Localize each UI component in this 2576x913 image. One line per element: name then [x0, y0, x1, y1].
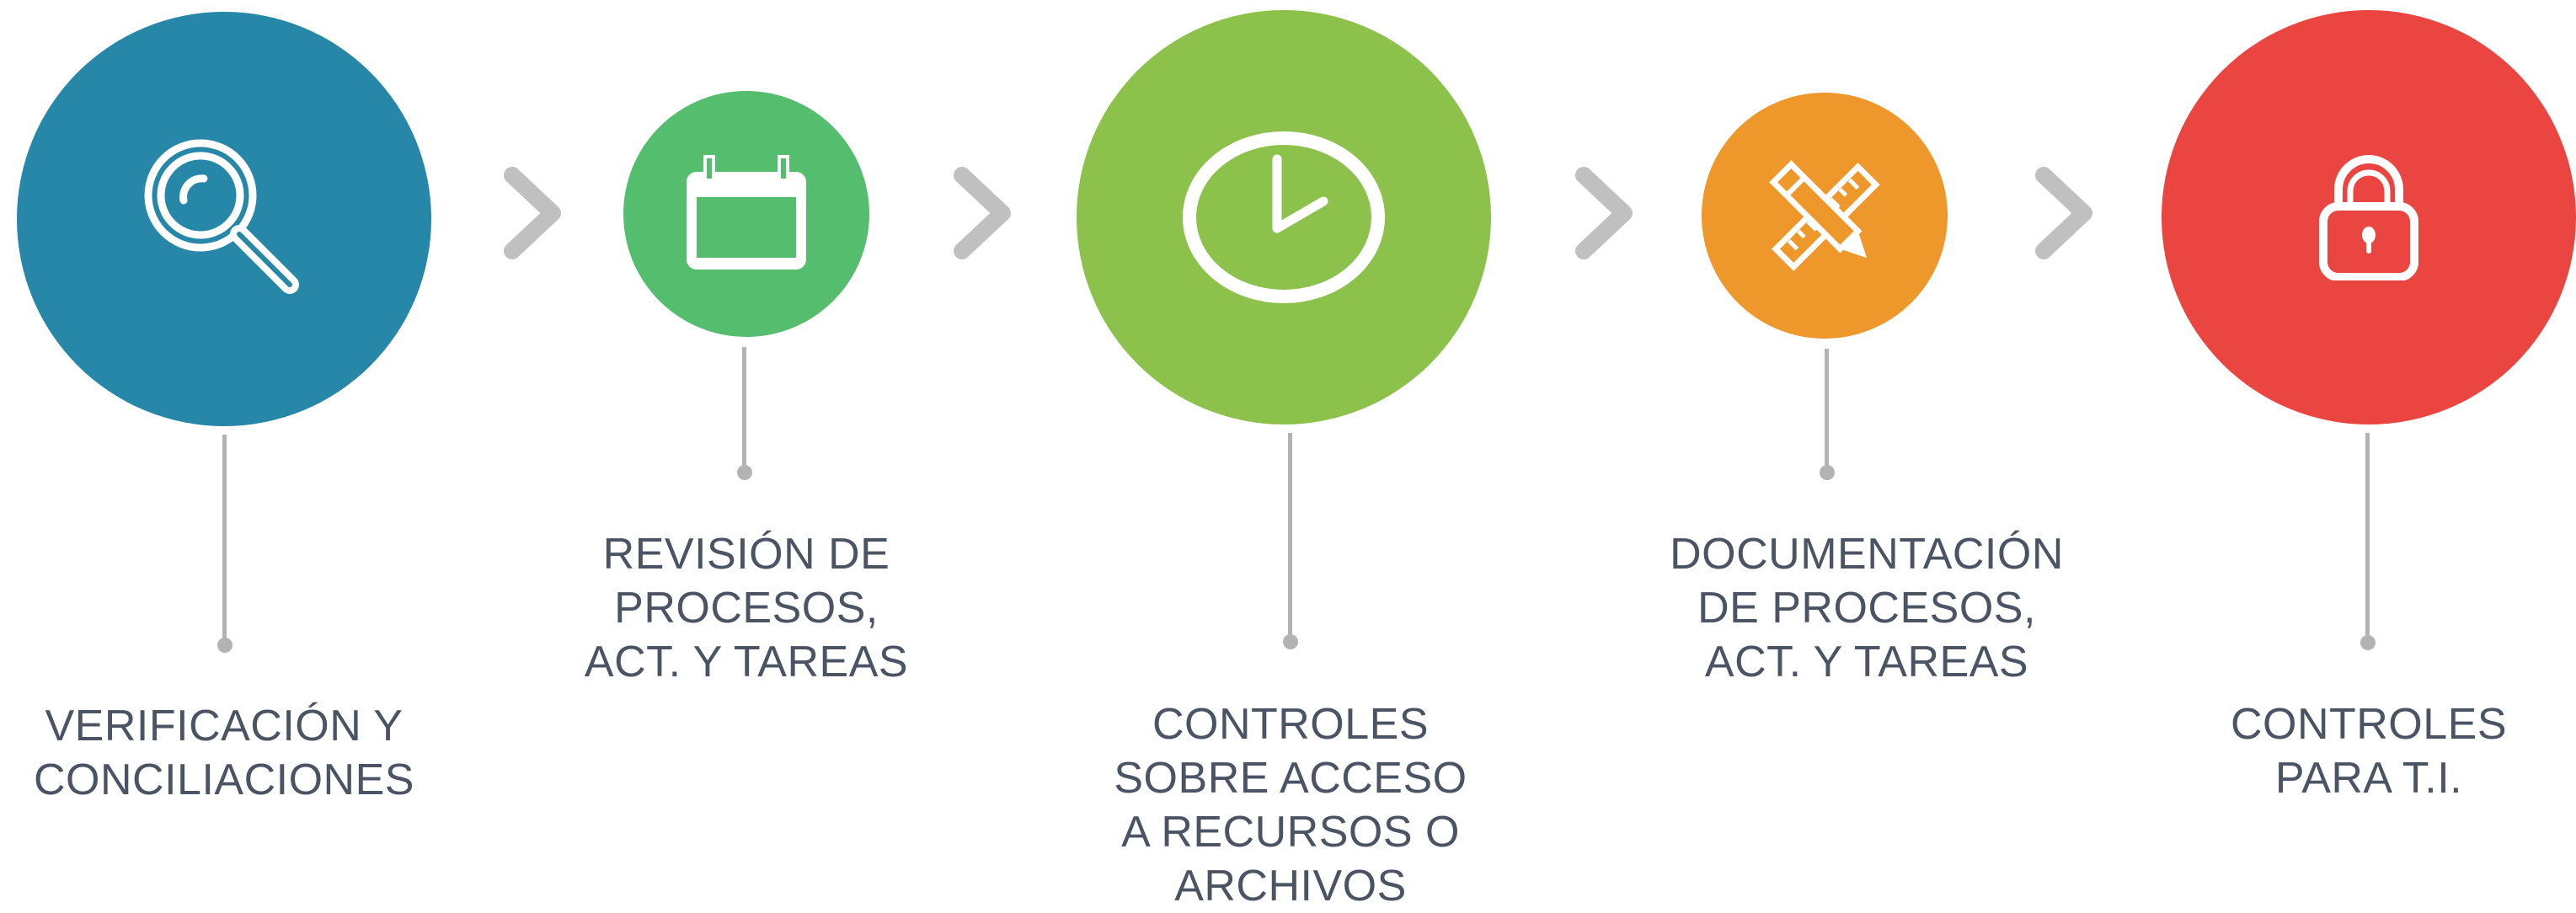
step-1-label-line: VERIFICACIÓN Y [45, 702, 404, 750]
step-3-label-line: A RECURSOS O [1121, 808, 1460, 857]
step-3-label-line: ARCHIVOS [1174, 862, 1407, 910]
step-3-connector [1288, 433, 1292, 642]
step-4-connector [1825, 349, 1829, 473]
chevron-right-icon [2035, 167, 2092, 259]
step-3-connector-dot [1283, 634, 1298, 649]
step-3-label: CONTROLES SOBRE ACCESO A RECURSOS O ARCH… [1080, 697, 1501, 913]
step-4-circle [1702, 93, 1948, 339]
step-2-label-line: REVISIÓN DE [602, 530, 890, 579]
step-1-connector-dot [217, 638, 232, 653]
step-1-label-line: CONCILIACIONES [34, 755, 414, 804]
step-4-label-line: DOCUMENTACIÓN [1670, 530, 2064, 579]
calendar-icon [687, 155, 806, 270]
step-4-label: DOCUMENTACIÓN DE PROCESOS, ACT. Y TAREAS [1656, 527, 2077, 689]
clock-icon [1183, 131, 1385, 303]
step-2-label: REVISIÓN DE PROCESOS, ACT. Y TAREAS [536, 527, 957, 689]
step-5-circle [2162, 10, 2576, 424]
chevron-right-icon [954, 167, 1011, 259]
step-2-label-line: PROCESOS, [614, 584, 879, 633]
step-4-label-line: ACT. Y TAREAS [1704, 638, 2029, 686]
chevron-right-icon [1575, 167, 1633, 259]
ruler-pencil-icon [1769, 160, 1880, 271]
step-2-connector-dot [737, 465, 752, 480]
step-2-label-line: ACT. Y TAREAS [584, 638, 909, 686]
step-2-connector [742, 347, 746, 473]
chevron-right-icon [504, 167, 561, 259]
padlock-icon [2319, 155, 2418, 280]
step-3-circle [1077, 10, 1491, 424]
step-2-circle [623, 91, 869, 337]
step-1-connector [222, 435, 227, 643]
step-3-label-line: CONTROLES [1152, 700, 1430, 749]
magnifier-icon [144, 139, 299, 294]
step-1-circle [17, 12, 431, 426]
step-5-label-line: PARA T.I. [2274, 754, 2463, 803]
step-5-connector [2365, 433, 2370, 643]
step-4-label-line: DE PROCESOS, [1697, 584, 2036, 633]
step-4-connector-dot [1820, 465, 1835, 480]
step-5-label-line: CONTROLES [2230, 700, 2508, 749]
step-5-connector-dot [2360, 635, 2376, 650]
step-1-label: VERIFICACIÓN Y CONCILIACIONES [13, 699, 435, 807]
step-3-label-line: SOBRE ACCESO [1114, 754, 1467, 803]
step-5-label: CONTROLES PARA T.I. [2200, 697, 2537, 805]
